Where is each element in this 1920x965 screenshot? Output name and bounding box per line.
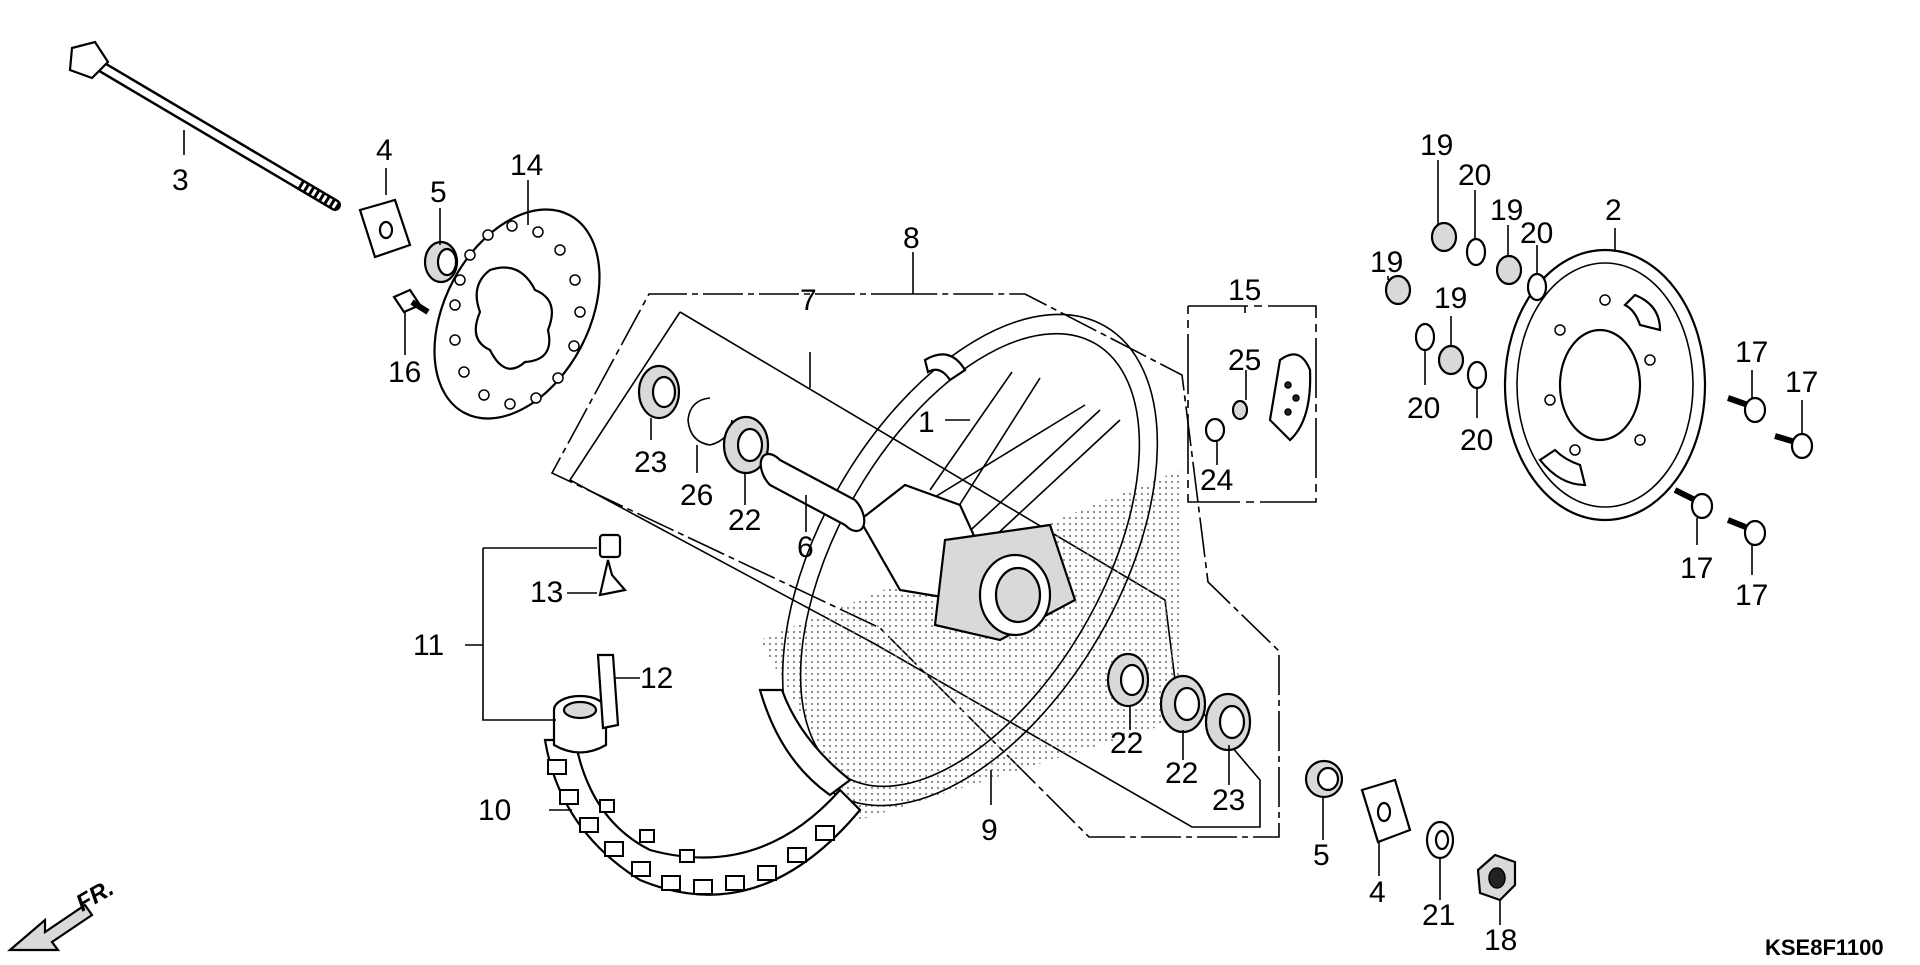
- callout-19-d: 19: [1434, 282, 1467, 315]
- valve: [598, 533, 628, 597]
- callout-26: 26: [680, 479, 713, 512]
- front-arrow-icon: [7, 903, 94, 952]
- callout-4-left: 4: [376, 134, 393, 167]
- callout-19-b: 19: [1490, 194, 1523, 227]
- bearing-22-right-2: [1159, 674, 1207, 734]
- rim-band: [596, 653, 620, 730]
- bearing-23-left: [637, 364, 681, 420]
- leader-lines: [183, 130, 1803, 925]
- callout-15: 15: [1228, 274, 1261, 307]
- callout-17-b: 17: [1785, 366, 1818, 399]
- tire: [543, 738, 862, 896]
- bolt-25: [1231, 399, 1249, 421]
- axle-washer: [1425, 820, 1455, 860]
- nut-24: [1204, 417, 1226, 443]
- callout-5-left: 5: [430, 176, 447, 209]
- callout-19-c: 19: [1370, 246, 1403, 279]
- callout-20-c: 20: [1407, 392, 1440, 425]
- callout-4-right: 4: [1369, 876, 1386, 909]
- callout-2: 2: [1605, 194, 1622, 227]
- callout-20-a: 20: [1458, 159, 1491, 192]
- brake-disc: [433, 208, 601, 420]
- wheel-hub: [858, 353, 1121, 642]
- callout-12: 12: [640, 662, 673, 695]
- side-collar-right: [1304, 759, 1344, 799]
- tube: [552, 694, 608, 754]
- callout-22-right-1: 22: [1110, 727, 1143, 760]
- callout-17-c: 17: [1680, 552, 1713, 585]
- callout-11: 11: [413, 629, 444, 662]
- callout-22-left: 22: [728, 504, 761, 537]
- axle: [68, 40, 341, 212]
- callout-18: 18: [1484, 924, 1517, 957]
- callout-6: 6: [797, 531, 814, 564]
- callout-20-b: 20: [1520, 217, 1553, 250]
- side-collar-left: [423, 240, 459, 284]
- disc-bolt: [392, 288, 430, 315]
- bearing-22-right-1: [1106, 652, 1150, 708]
- chain-adjuster-left: [358, 198, 412, 259]
- callout-17-d: 17: [1735, 579, 1768, 612]
- callout-19-a: 19: [1420, 129, 1453, 162]
- bearing-22-left: [722, 415, 770, 475]
- sprocket-nut: [1384, 221, 1523, 376]
- callout-14: 14: [510, 149, 543, 182]
- callout-24: 24: [1200, 464, 1233, 497]
- diagram-code: KSE8F1100: [1765, 935, 1884, 960]
- chain-adjuster-right: [1360, 778, 1412, 844]
- callout-8: 8: [903, 222, 920, 255]
- callout-9: 9: [981, 814, 998, 847]
- callout-16: 16: [388, 356, 421, 389]
- callout-23-right: 23: [1212, 784, 1245, 817]
- callout-23-left: 23: [634, 446, 667, 479]
- callout-21: 21: [1422, 899, 1455, 932]
- callout-5-right: 5: [1313, 839, 1330, 872]
- callout-17-a: 17: [1735, 336, 1768, 369]
- callout-20-d: 20: [1460, 424, 1493, 457]
- sprocket: [1503, 248, 1707, 522]
- callout-7: 7: [800, 284, 817, 317]
- axle-nut: [1476, 853, 1517, 902]
- callout-labels: 3 4 5 14 16 8 7 1 15 25 24 23 26 22 6 11…: [172, 129, 1818, 957]
- chain-guide-plate: [1268, 353, 1312, 442]
- callout-25: 25: [1228, 344, 1261, 377]
- callout-3: 3: [172, 164, 189, 197]
- distance-collar: [759, 452, 866, 533]
- wheel-rim: [758, 313, 1180, 820]
- callout-1: 1: [918, 406, 935, 439]
- callout-13: 13: [530, 576, 563, 609]
- callout-22-right-2: 22: [1165, 757, 1198, 790]
- chain-guide-box: [1187, 305, 1317, 503]
- dust-seal-23-right: [1204, 692, 1252, 752]
- callout-10: 10: [478, 794, 511, 827]
